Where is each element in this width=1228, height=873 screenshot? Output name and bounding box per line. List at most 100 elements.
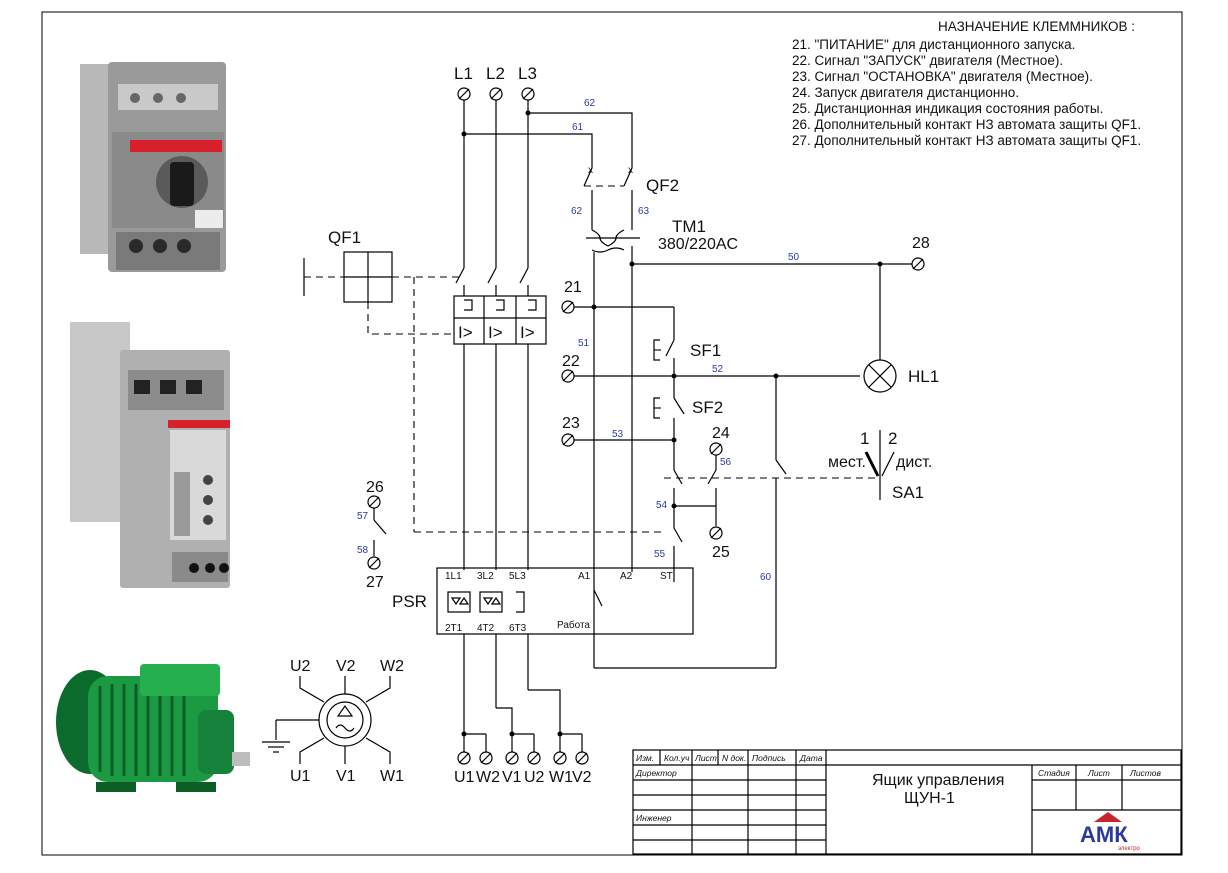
qf1-label: QF1 [328, 228, 361, 247]
notes-line: 25. Дистанционная индикация состояния ра… [792, 101, 1103, 116]
svg-text:Стадия: Стадия [1038, 768, 1070, 778]
terminal-label-28: 28 [912, 235, 930, 252]
notes-line: 22. Сигнал "ЗАПУСК" двигателя (Местное). [792, 53, 1063, 68]
svg-text:АМК: АМК [1080, 822, 1128, 847]
role-engineer: Инженер [636, 813, 672, 823]
indication-circuit: 50 28 HL1 [629, 235, 939, 393]
svg-text:6T3: 6T3 [509, 623, 527, 634]
hl1-label: HL1 [908, 367, 939, 386]
sa1-local-label: мест. [828, 454, 866, 471]
terminal-label-21: 21 [564, 279, 582, 296]
svg-text:U2: U2 [290, 658, 311, 675]
terminal-label-27: 27 [366, 574, 384, 591]
svg-text:Подпись: Подпись [752, 753, 786, 763]
sa1-remote-label: дист. [896, 454, 932, 471]
svg-text:Листов: Листов [1129, 768, 1162, 778]
terminal-label-23: 23 [562, 415, 580, 432]
title-block: Изм. Кол.уч Лист N док. Подпись Дата Дир… [632, 749, 1182, 855]
drawing-title: Ящик управления [872, 772, 1004, 789]
wire-label-51: 51 [578, 338, 590, 349]
wire-label-60: 60 [760, 572, 772, 583]
notes-line: 23. Сигнал "ОСТАНОВКА" двигателя (Местно… [792, 69, 1093, 84]
qf1-breaker: QF1 I> I> I> [303, 228, 547, 570]
tm1-label: TM1 [672, 217, 706, 236]
terminal-label-22: 22 [562, 353, 580, 370]
wire-label-64: 63 [638, 206, 650, 217]
svg-text:N док.: N док. [722, 753, 746, 763]
tm1-rating: 380/220AC [658, 236, 738, 253]
motor-wires: U1 W2 V1 U2 W1 V2 [454, 634, 592, 786]
output-terminal-label: U2 [524, 769, 545, 786]
sf2-label: SF2 [692, 398, 723, 417]
wire-label-57: 57 [357, 511, 369, 522]
sa1-label: SA1 [892, 483, 924, 502]
notes-line: 26. Дополнительный контакт НЗ автомата з… [792, 117, 1141, 132]
svg-text:2T1: 2T1 [445, 623, 463, 634]
wire-label-52: 52 [712, 364, 724, 375]
svg-text:A1: A1 [578, 571, 591, 582]
notes-line: 27. Дополнительный контакт НЗ автомата з… [792, 133, 1141, 148]
svg-text:электро: электро [1118, 846, 1141, 852]
terminal-label-26: 26 [366, 479, 384, 496]
phase-label-l1: L1 [454, 64, 473, 83]
svg-text:3L2: 3L2 [477, 571, 494, 582]
trip-label-2: I> [488, 323, 503, 342]
phase-label-l3: L3 [518, 64, 537, 83]
svg-text:Кол.уч: Кол.уч [664, 753, 690, 763]
svg-text:4T2: 4T2 [477, 623, 495, 634]
wire-label-63: 62 [571, 206, 583, 217]
wire-label-58: 58 [357, 545, 369, 556]
svg-text:Дата: Дата [799, 753, 823, 763]
output-terminal-label: V2 [572, 769, 592, 786]
terminal-label-24: 24 [712, 425, 730, 442]
output-terminal-label: U1 [454, 769, 475, 786]
svg-text:Лист: Лист [694, 753, 717, 763]
power-wires [461, 100, 633, 268]
output-terminal-label: W2 [476, 769, 500, 786]
svg-text:1L1: 1L1 [445, 571, 462, 582]
output-terminal-label: V1 [502, 769, 522, 786]
output-terminal-label: W1 [549, 769, 573, 786]
phase-label-l2: L2 [486, 64, 505, 83]
amk-logo: АМК электро [1080, 812, 1141, 852]
wire-label-56: 56 [720, 457, 732, 468]
svg-text:U1: U1 [290, 768, 311, 785]
wire-label-55: 55 [654, 549, 666, 560]
terminal-purpose-notes: НАЗНАЧЕНИЕ КЛЕММНИКОВ : 21. "ПИТАНИЕ" дл… [792, 19, 1141, 148]
psr-label: PSR [392, 592, 427, 611]
svg-text:Лист: Лист [1087, 768, 1110, 778]
wire-label-53: 53 [612, 429, 624, 440]
wire-label-50: 50 [788, 252, 800, 263]
notes-line: 24. Запуск двигателя дистанционно. [792, 85, 1019, 100]
svg-text:W1: W1 [380, 768, 404, 785]
supply-phases: L1 L2 L3 [454, 64, 537, 101]
wire-label-62: 62 [584, 98, 596, 109]
sheet-frame [41, 11, 1183, 856]
qf2-label: QF2 [646, 176, 679, 195]
svg-text:Изм.: Изм. [636, 753, 654, 763]
svg-text:V1: V1 [336, 768, 356, 785]
soft-starter-photo [70, 322, 230, 588]
svg-text:ST: ST [660, 571, 673, 582]
motor-symbol: U2 V2 W2 U1 V1 W1 [262, 658, 404, 785]
notes-title: НАЗНАЧЕНИЕ КЛЕММНИКОВ : [938, 19, 1135, 34]
svg-text:5L3: 5L3 [509, 571, 526, 582]
trip-label-1: I> [458, 323, 473, 342]
electric-motor-photo [56, 664, 250, 792]
qf2-transformer: x x QF2 62 63 61 62 TM1 380/220AC [571, 98, 738, 668]
wire-label-61: 61 [572, 122, 584, 133]
selector-switch-sa1: 1 2 мест. дист. SA1 [828, 429, 932, 502]
svg-text:A2: A2 [620, 571, 633, 582]
psr-status-label: Работа [557, 619, 590, 631]
sa1-position-1: 1 [860, 429, 869, 448]
sa1-position-2: 2 [888, 429, 897, 448]
drawing-subtitle: ЩУН-1 [904, 790, 955, 807]
svg-text:V2: V2 [336, 658, 356, 675]
svg-text:W2: W2 [380, 658, 404, 675]
qf1-aux-contact: 26 57 58 27 [357, 479, 387, 591]
motor-protection-breaker-photo [80, 62, 226, 272]
psr-soft-starter: PSR 1L1 3L2 5L3 A1 A2 ST 2T1 4T2 6T3 Раб… [392, 567, 694, 635]
sf1-label: SF1 [690, 341, 721, 360]
